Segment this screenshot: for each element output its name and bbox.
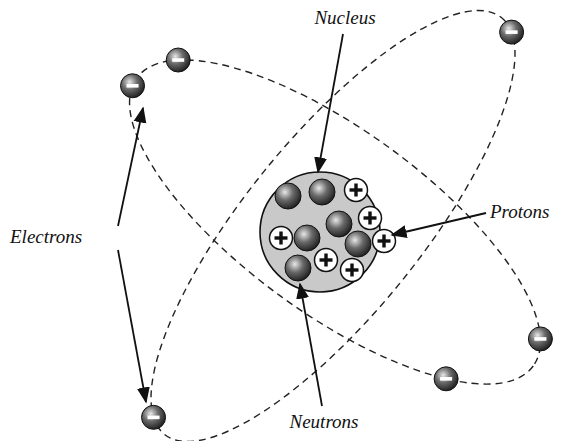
part-label: Nucleus	[314, 8, 375, 29]
electron	[166, 48, 190, 72]
electron	[142, 405, 166, 429]
electron-ball	[166, 48, 190, 72]
leader-line	[318, 34, 343, 172]
electron	[434, 367, 458, 391]
electron	[528, 327, 552, 351]
proton-ball	[270, 227, 293, 250]
nucleus-circle	[260, 172, 380, 292]
part-label: Neutrons	[290, 412, 359, 433]
plus-sign	[368, 212, 371, 225]
electron-ball	[500, 20, 524, 44]
neutron	[309, 179, 335, 205]
nucleus-particles	[270, 179, 396, 282]
electron-ball	[434, 367, 458, 391]
leader-lines	[118, 34, 486, 406]
electron-orbits	[83, 0, 569, 441]
proton	[345, 179, 368, 202]
electron-ball	[528, 327, 552, 351]
minus-sign	[148, 416, 160, 420]
proton	[373, 230, 396, 253]
plus-sign	[350, 264, 353, 277]
proton	[270, 227, 293, 250]
proton	[315, 249, 338, 272]
electron	[121, 74, 145, 98]
plus-sign	[324, 254, 327, 267]
minus-sign	[440, 377, 452, 381]
plus-sign	[279, 232, 282, 245]
leader-line	[118, 108, 143, 226]
neutron	[285, 255, 311, 281]
leader-line	[118, 250, 146, 402]
proton-ball	[315, 249, 338, 272]
neutron	[275, 183, 301, 209]
proton-ball	[345, 179, 368, 202]
plus-sign	[382, 235, 385, 248]
proton	[359, 207, 382, 230]
minus-sign	[506, 30, 518, 34]
neutron	[326, 211, 352, 237]
minus-sign	[127, 84, 139, 88]
orbit-ellipse	[83, 4, 569, 441]
proton-ball	[373, 230, 396, 253]
electron-ball	[121, 74, 145, 98]
leader-line	[300, 284, 322, 406]
electron-ball	[142, 405, 166, 429]
minus-sign	[172, 58, 184, 62]
electron-particles	[121, 20, 553, 429]
part-label: Electrons	[10, 227, 82, 248]
neutron	[345, 231, 371, 257]
proton	[341, 259, 364, 282]
orbit-ellipse	[96, 0, 569, 441]
leader-line	[392, 213, 486, 235]
part-label: Protons	[490, 202, 549, 223]
plus-sign	[354, 184, 357, 197]
minus-sign	[534, 337, 546, 341]
neutron	[294, 225, 320, 251]
proton-ball	[359, 207, 382, 230]
electron	[500, 20, 524, 44]
proton-ball	[341, 259, 364, 282]
